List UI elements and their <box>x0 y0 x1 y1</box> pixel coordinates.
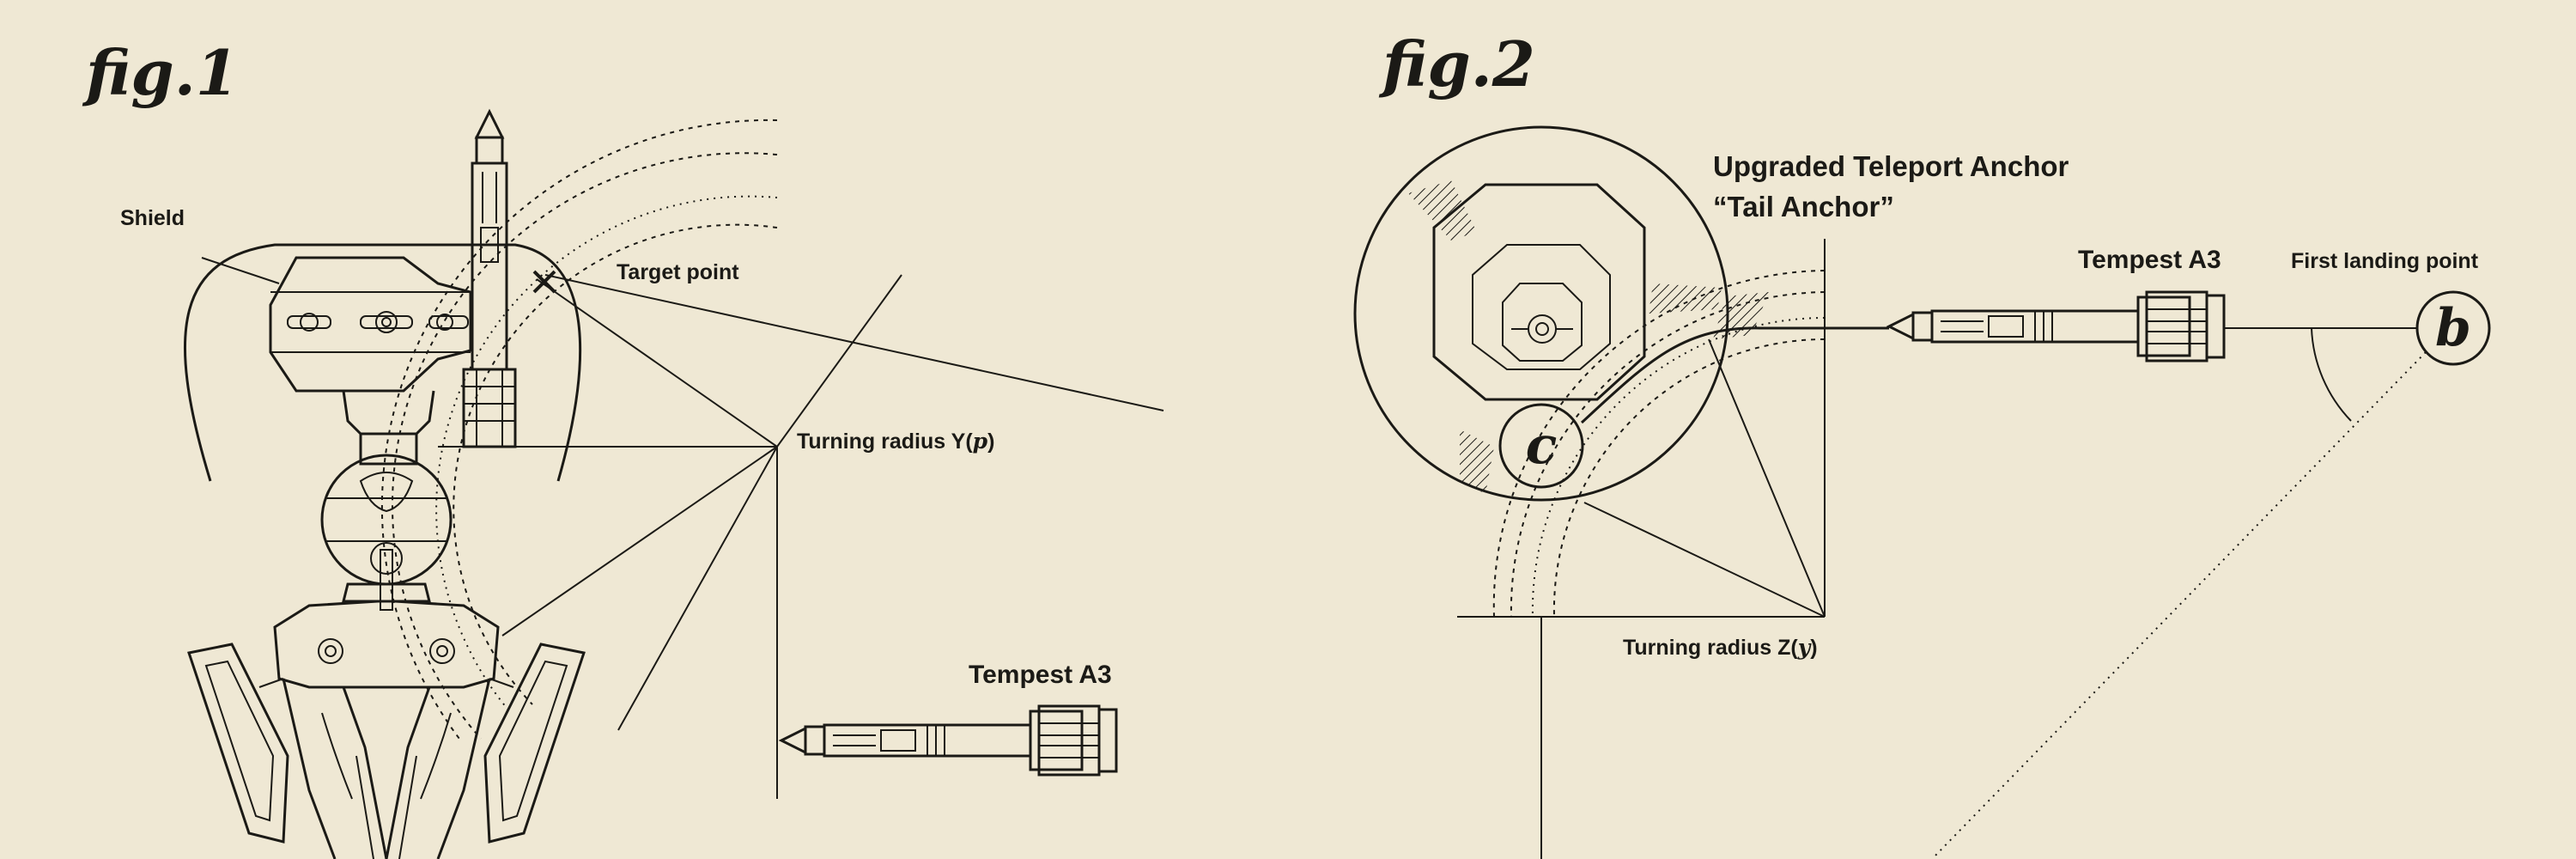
turning-radius-frame <box>1457 239 1826 859</box>
anchor-label-line1: Upgraded Teleport Anchor <box>1713 150 2069 182</box>
teleport-anchor-octagon <box>1432 183 1646 401</box>
angle-arc <box>2311 327 2352 422</box>
target-point-marker <box>532 270 556 294</box>
tempest-a3-label-fig2: Tempest A3 <box>2078 246 2221 274</box>
anchor-label-line2: “Tail Anchor” <box>1713 191 1894 222</box>
radius-construction-lines <box>438 274 1164 799</box>
trajectory-curve <box>1580 326 1889 424</box>
turning-radius-z-label: Turning radius Z(y) <box>1623 635 1818 660</box>
fig1-diagram: fig.1 Shield Target point Turnin <box>82 36 1164 859</box>
shield-leader-line <box>201 257 280 284</box>
fig2-title: fig.2 <box>1378 27 1535 101</box>
tempest-a3-missile-fig1 <box>780 704 1118 777</box>
vertical-missile <box>462 108 517 448</box>
diagonal-dotted-line <box>1931 351 2427 859</box>
turning-radius-y-label: Turning radius Y(p) <box>797 429 994 454</box>
tempest-a3-label-fig1: Tempest A3 <box>969 661 1112 689</box>
point-b-circle <box>2415 290 2491 366</box>
point-c-circle <box>1498 403 1584 489</box>
point-c-label: c <box>1526 416 1558 476</box>
point-b-label: b <box>2435 298 2471 358</box>
arc-hatching <box>1713 292 1769 339</box>
tempest-a3-missile-fig2 <box>1887 290 2226 362</box>
turning-radius-arcs-fig2 <box>1492 270 1826 618</box>
shield-outline <box>183 243 582 482</box>
anchor-hatching <box>1408 180 1722 494</box>
shield-label: Shield <box>120 206 185 230</box>
fig2-diagram: fig.2 Upgraded Teleport Anchor “Tail Anc… <box>1353 27 2491 859</box>
first-landing-label: First landing point <box>2291 249 2479 273</box>
turning-radius-arcs <box>380 119 778 740</box>
target-point-label: Target point <box>617 260 739 284</box>
fig1-title: fig.1 <box>82 36 239 109</box>
ship-body <box>187 256 586 859</box>
